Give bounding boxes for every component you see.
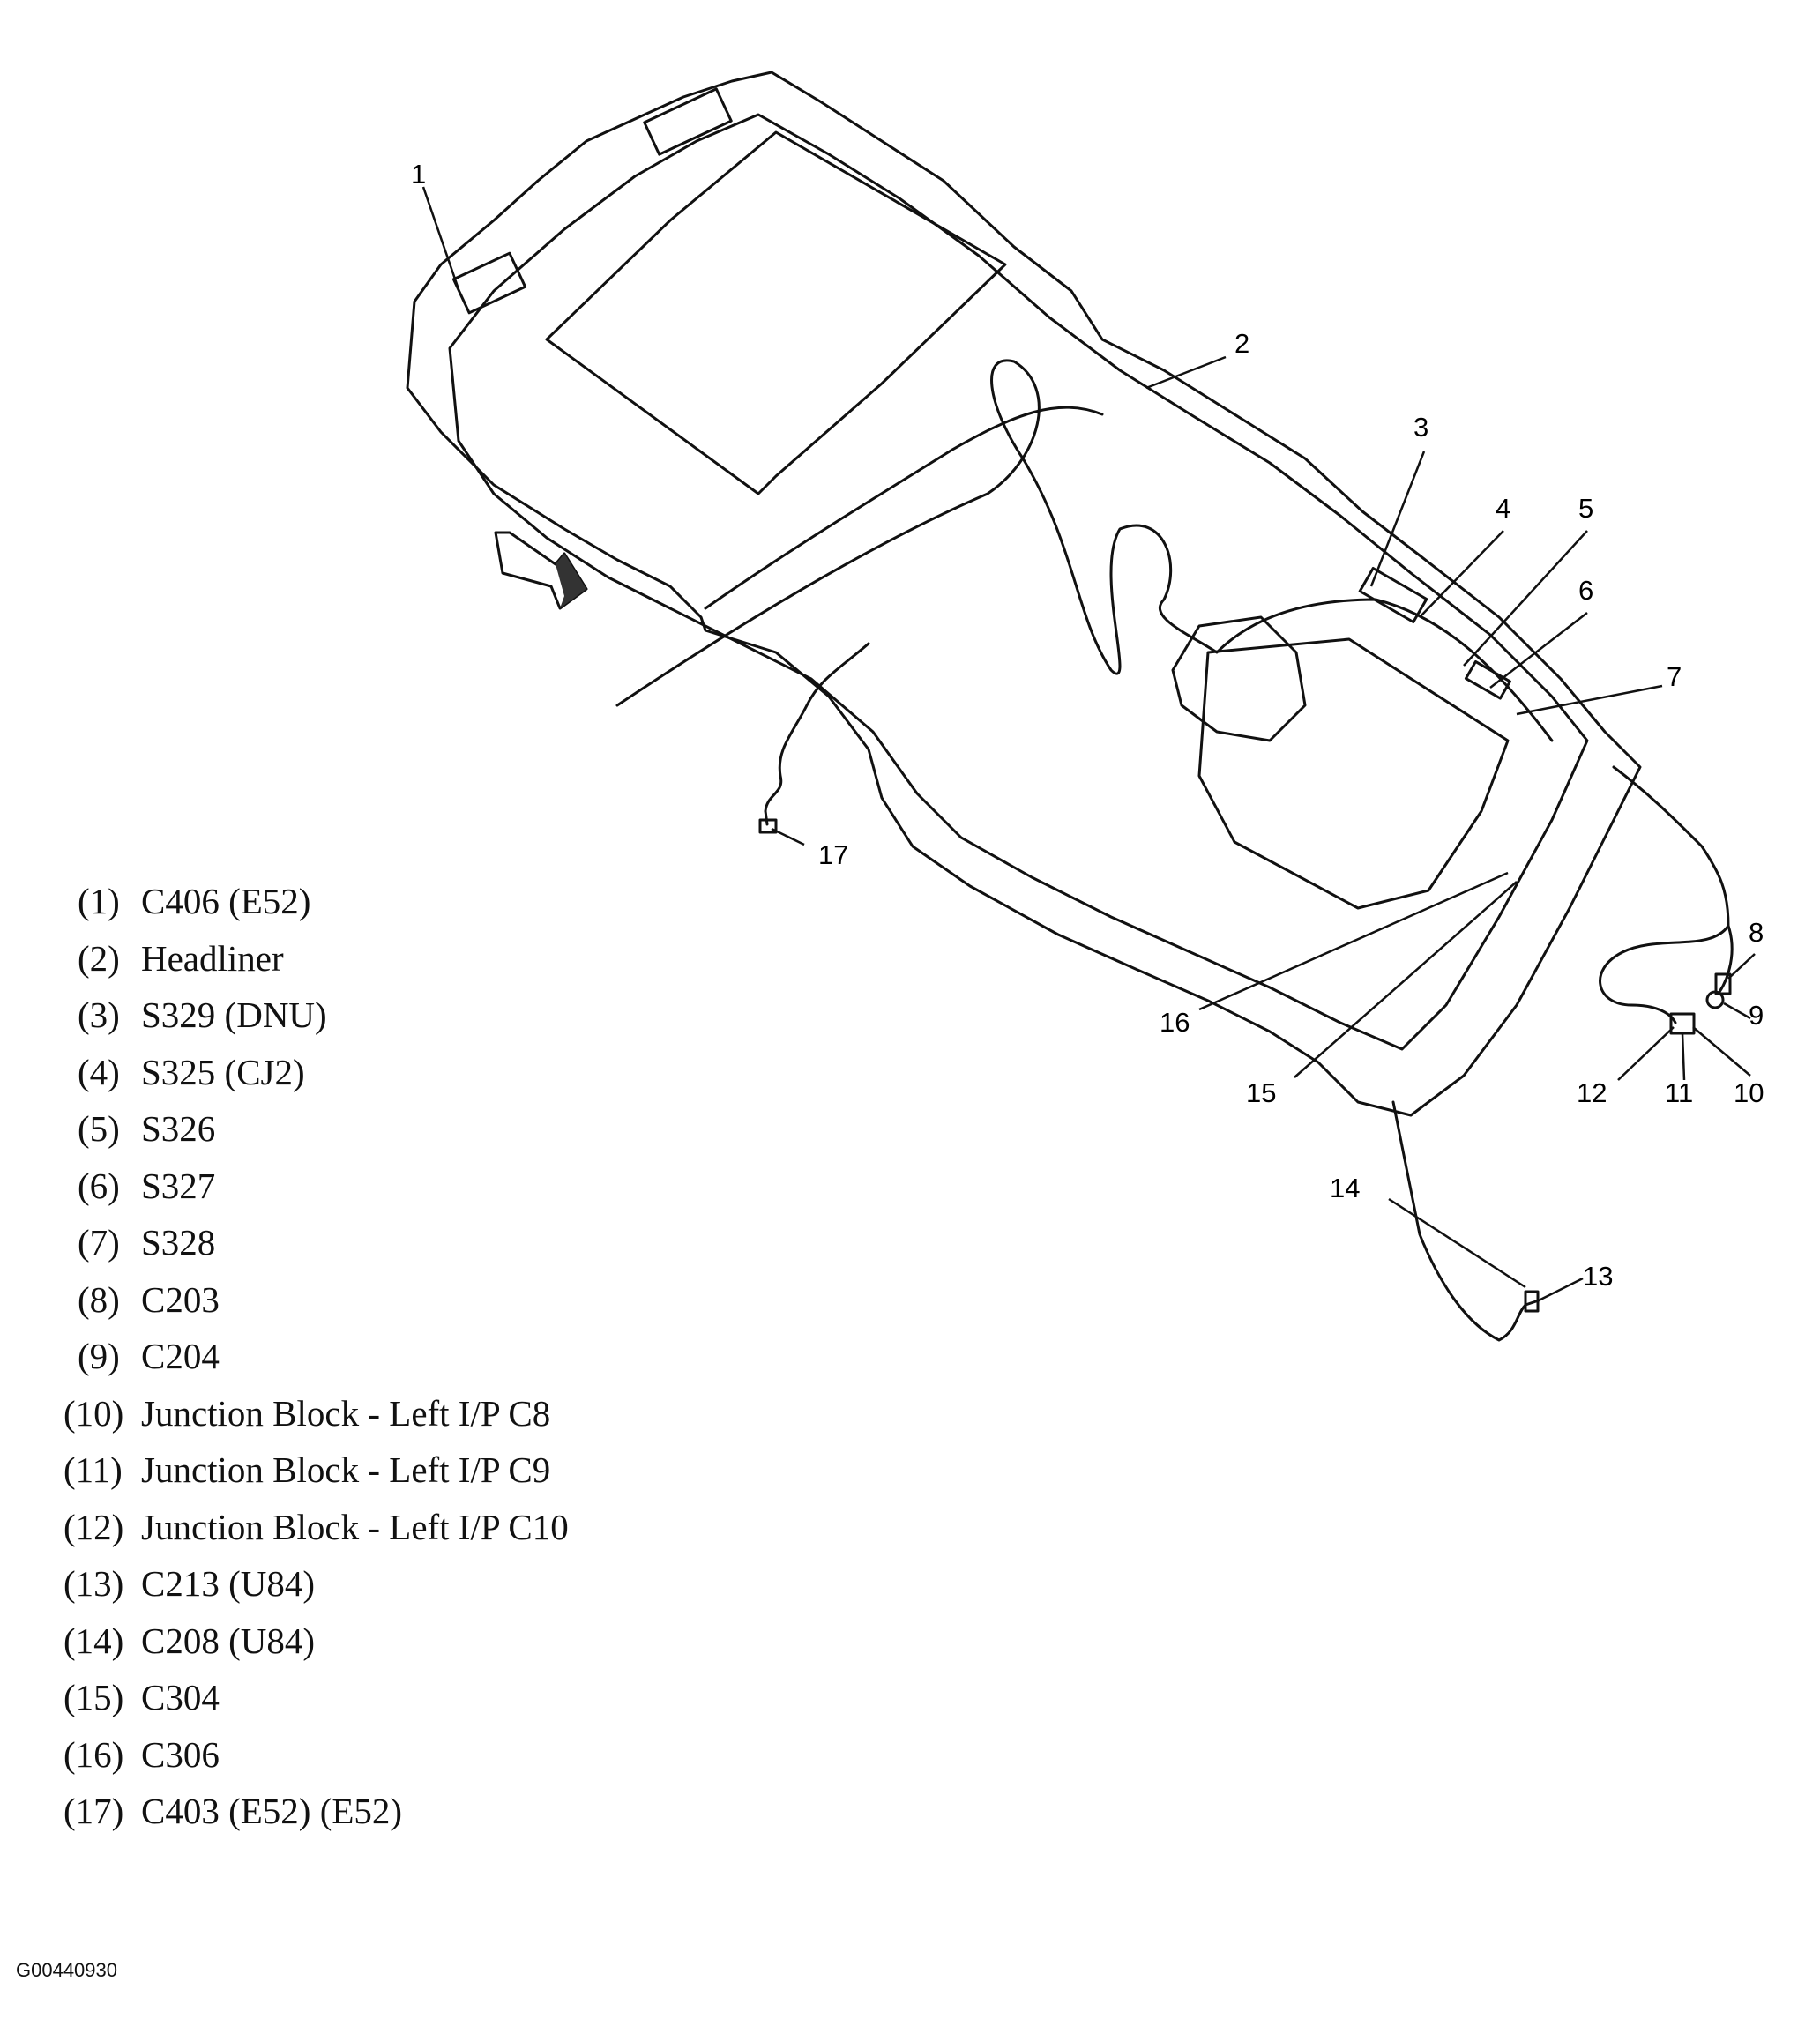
leader-13 [1538,1277,1584,1302]
callout-14: 14 [1330,1173,1360,1203]
splice-pack [1358,567,1428,623]
leader-16 [1198,871,1509,1011]
component-legend: (1)C406 (E52) (2)Headliner (3)S329 (DNU)… [63,873,569,1840]
right-drop-harness [1599,765,1730,1024]
leader-9 [1723,1002,1751,1020]
callout-11: 11 [1665,1077,1693,1108]
forward-arrow-shade [556,554,586,608]
callout-9: 9 [1749,1000,1764,1031]
legend-item: (7)S328 [78,1222,216,1263]
leader-7 [1516,684,1663,716]
leader-8 [1727,953,1756,980]
legend-item: (10)Junction Block - Left I/P C8 [63,1392,551,1434]
callout-17: 17 [818,839,848,870]
leader-11 [1681,1032,1686,1081]
legend-item: (6)S327 [78,1165,216,1206]
legend-item: (8)C203 [78,1278,220,1320]
splice-pack-small [1464,659,1511,700]
left-rail-harness [704,406,1104,610]
sunroof-opening [1197,637,1510,910]
legend-item: (9)C204 [78,1336,220,1376]
leader-15 [1294,881,1518,1078]
c203-branch [1718,924,1734,994]
legend-item: (13)C213 (U84) [63,1563,316,1604]
lower-drop-harness [1391,1100,1540,1342]
legend-item: (3)S329 (DNU) [78,995,327,1035]
leader-6 [1489,612,1588,689]
legend-item: (1)C406 (E52) [78,881,311,921]
callout-2: 2 [1234,328,1249,359]
legend-item: (11)Junction Block - Left I/P C9 [63,1449,551,1490]
callout-15: 15 [1246,1077,1276,1108]
leader-14 [1388,1197,1526,1289]
connector-c403 [758,818,778,834]
legend-item: (2)Headliner [78,937,284,979]
connector-c204 [1705,990,1725,1010]
legend-item: (14)C208 (U84) [63,1620,316,1661]
connector-c203 [1714,972,1732,995]
legend-item: (16)C306 [63,1733,220,1775]
leader-12 [1617,1026,1675,1081]
callout-8: 8 [1749,917,1764,948]
callout-1: 1 [411,159,426,190]
left-drop-harness [764,642,870,826]
callout-10: 10 [1734,1077,1764,1108]
connector-c213 [1524,1290,1540,1313]
headliner-harness [615,359,1554,742]
overhead-console [1171,615,1307,742]
legend-item: (12)Junction Block - Left I/P C10 [63,1506,569,1547]
leader-10 [1692,1026,1751,1077]
headliner-outline [406,71,1642,1117]
callout-7: 7 [1667,661,1682,692]
callout-16: 16 [1160,1007,1190,1038]
callout-13: 13 [1583,1261,1613,1292]
callout-5: 5 [1578,493,1593,524]
callout-12: 12 [1577,1077,1607,1108]
headliner-inner-edge [448,113,1589,1051]
connector-block-c406 [451,251,527,315]
callout-4: 4 [1496,493,1510,524]
leader-1 [421,186,460,290]
leader-3 [1369,451,1426,587]
legend-item: (4)S325 (CJ2) [78,1051,305,1092]
callout-3: 3 [1413,412,1428,443]
leader-2 [1145,355,1227,390]
connector-block-top [643,87,733,156]
leader-4 [1419,530,1504,618]
legend-item: (17)C403 (E52) (E52) [63,1791,403,1831]
legend-item: (15)C304 [63,1677,220,1717]
leader-5 [1463,530,1588,667]
legend-item: (5)S326 [78,1108,216,1149]
rear-panel [545,130,1007,495]
figure-id: G00440930 [16,1959,117,1981]
callout-6: 6 [1578,575,1593,606]
leader-17 [771,827,805,846]
